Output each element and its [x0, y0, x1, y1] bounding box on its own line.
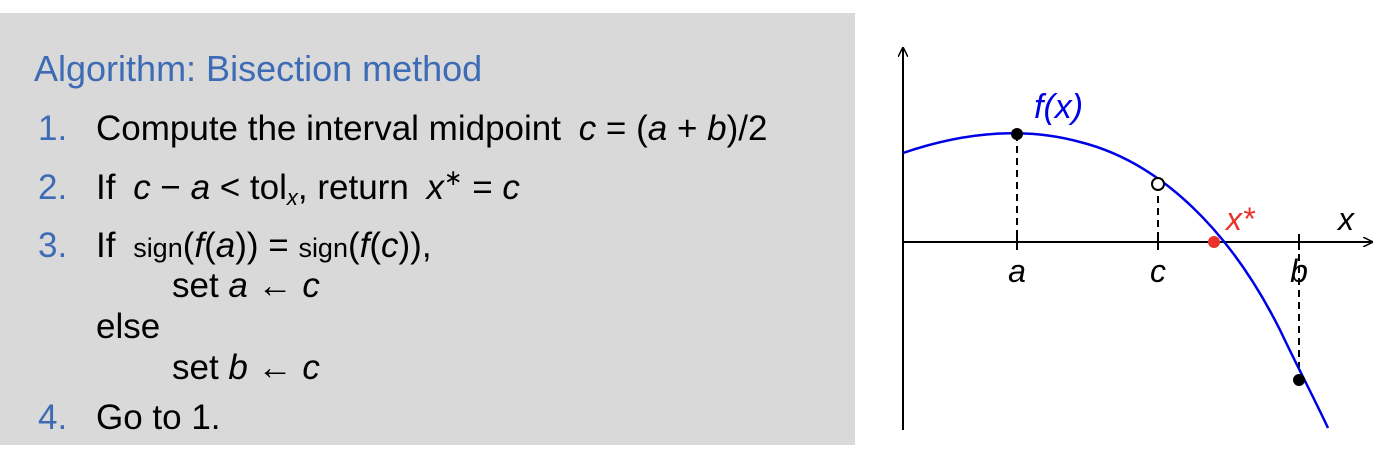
- step-3-if: If: [96, 226, 116, 265]
- tick-label-c: c: [1150, 253, 1166, 289]
- step-3-number: 3.: [38, 226, 68, 265]
- step-4-number: 4.: [38, 398, 68, 437]
- algorithm-box: Algorithm: Bisection method 1. Compute th…: [0, 13, 855, 445]
- step-3: 3.If sign(f(a)) = sign(f(c)),: [38, 226, 432, 265]
- step-3-then: set a ← c: [172, 266, 320, 305]
- point-fa: [1011, 128, 1023, 140]
- step-1-text: Compute the interval midpoint: [96, 109, 561, 148]
- step-2-if: If: [96, 168, 116, 207]
- root-label: x*: [1224, 201, 1256, 237]
- curve-label: f(x): [1034, 88, 1083, 126]
- step-1: 1.Compute the interval midpoint c = (a +…: [38, 109, 768, 148]
- function-curve: [902, 131, 1330, 429]
- bisection-diagram: f(x) x* x a c b: [860, 0, 1390, 430]
- tick-label-b: b: [1290, 253, 1308, 289]
- point-fc: [1151, 177, 1165, 191]
- step-4: 4. Go to 1.: [38, 398, 221, 438]
- step-4-text: Go to 1.: [96, 398, 221, 437]
- step-3-else-then: set b ← c: [172, 348, 320, 387]
- point-fb: [1293, 374, 1305, 386]
- x-axis-label: x: [1336, 201, 1355, 237]
- step-2-number: 2.: [38, 168, 68, 207]
- step-3-else: else: [96, 307, 161, 346]
- step-1-number: 1.: [38, 109, 68, 148]
- tick-label-a: a: [1008, 253, 1026, 289]
- step-2: 2.If c − a < tolx, return x∗ = c: [38, 165, 520, 210]
- step-2-return: , return: [297, 168, 409, 207]
- root-point: [1208, 236, 1220, 248]
- algorithm-title: Algorithm: Bisection method: [34, 48, 483, 89]
